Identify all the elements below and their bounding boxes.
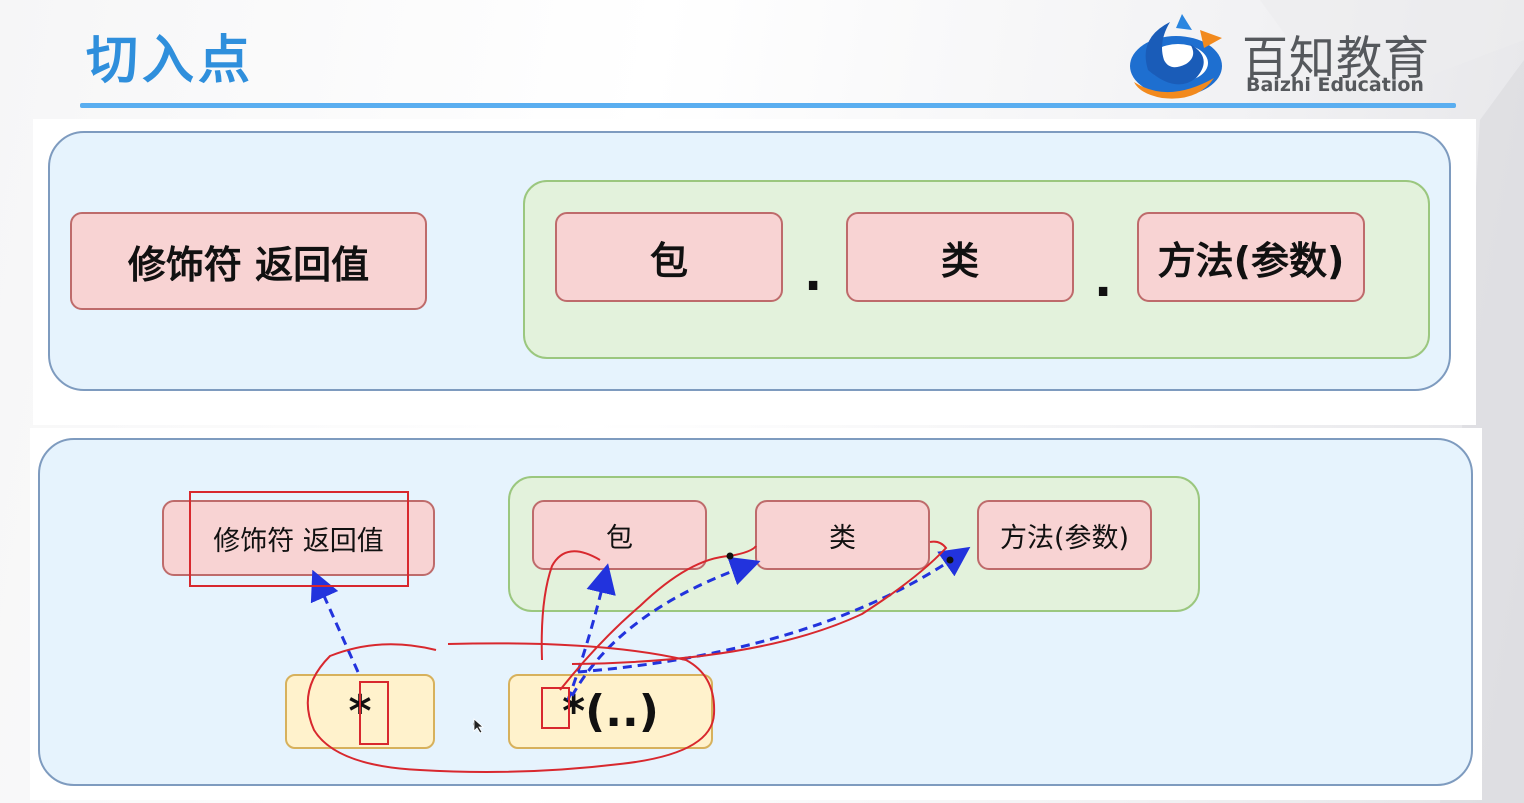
template-class-box: 类 <box>846 212 1074 302</box>
example-class-box: 类 <box>755 500 930 570</box>
example-modifier-return-box: 修饰符 返回值 <box>162 500 435 576</box>
template-separator-1: . <box>804 246 823 302</box>
template-method-box: 方法(参数) <box>1137 212 1365 302</box>
mouse-pointer-icon <box>473 718 485 734</box>
title-underline <box>80 103 1456 108</box>
template-separator-2: . <box>1094 252 1113 308</box>
logo-swirl-icon <box>1130 14 1222 99</box>
baizhi-logo: 百知教育 Baizhi Education <box>1118 8 1468 100</box>
logo-english-text: Baizhi Education <box>1246 74 1424 96</box>
page-title: 切入点 <box>86 31 255 91</box>
template-modifier-return-box: 修饰符 返回值 <box>70 212 427 310</box>
logo-chinese-text: 百知教育 <box>1242 31 1430 85</box>
method-wildcard-box: *(..) <box>508 674 713 749</box>
example-package-box: 包 <box>532 500 707 570</box>
example-method-box: 方法(参数) <box>977 500 1152 570</box>
template-package-box: 包 <box>555 212 783 302</box>
return-wildcard-box: * <box>285 674 435 749</box>
